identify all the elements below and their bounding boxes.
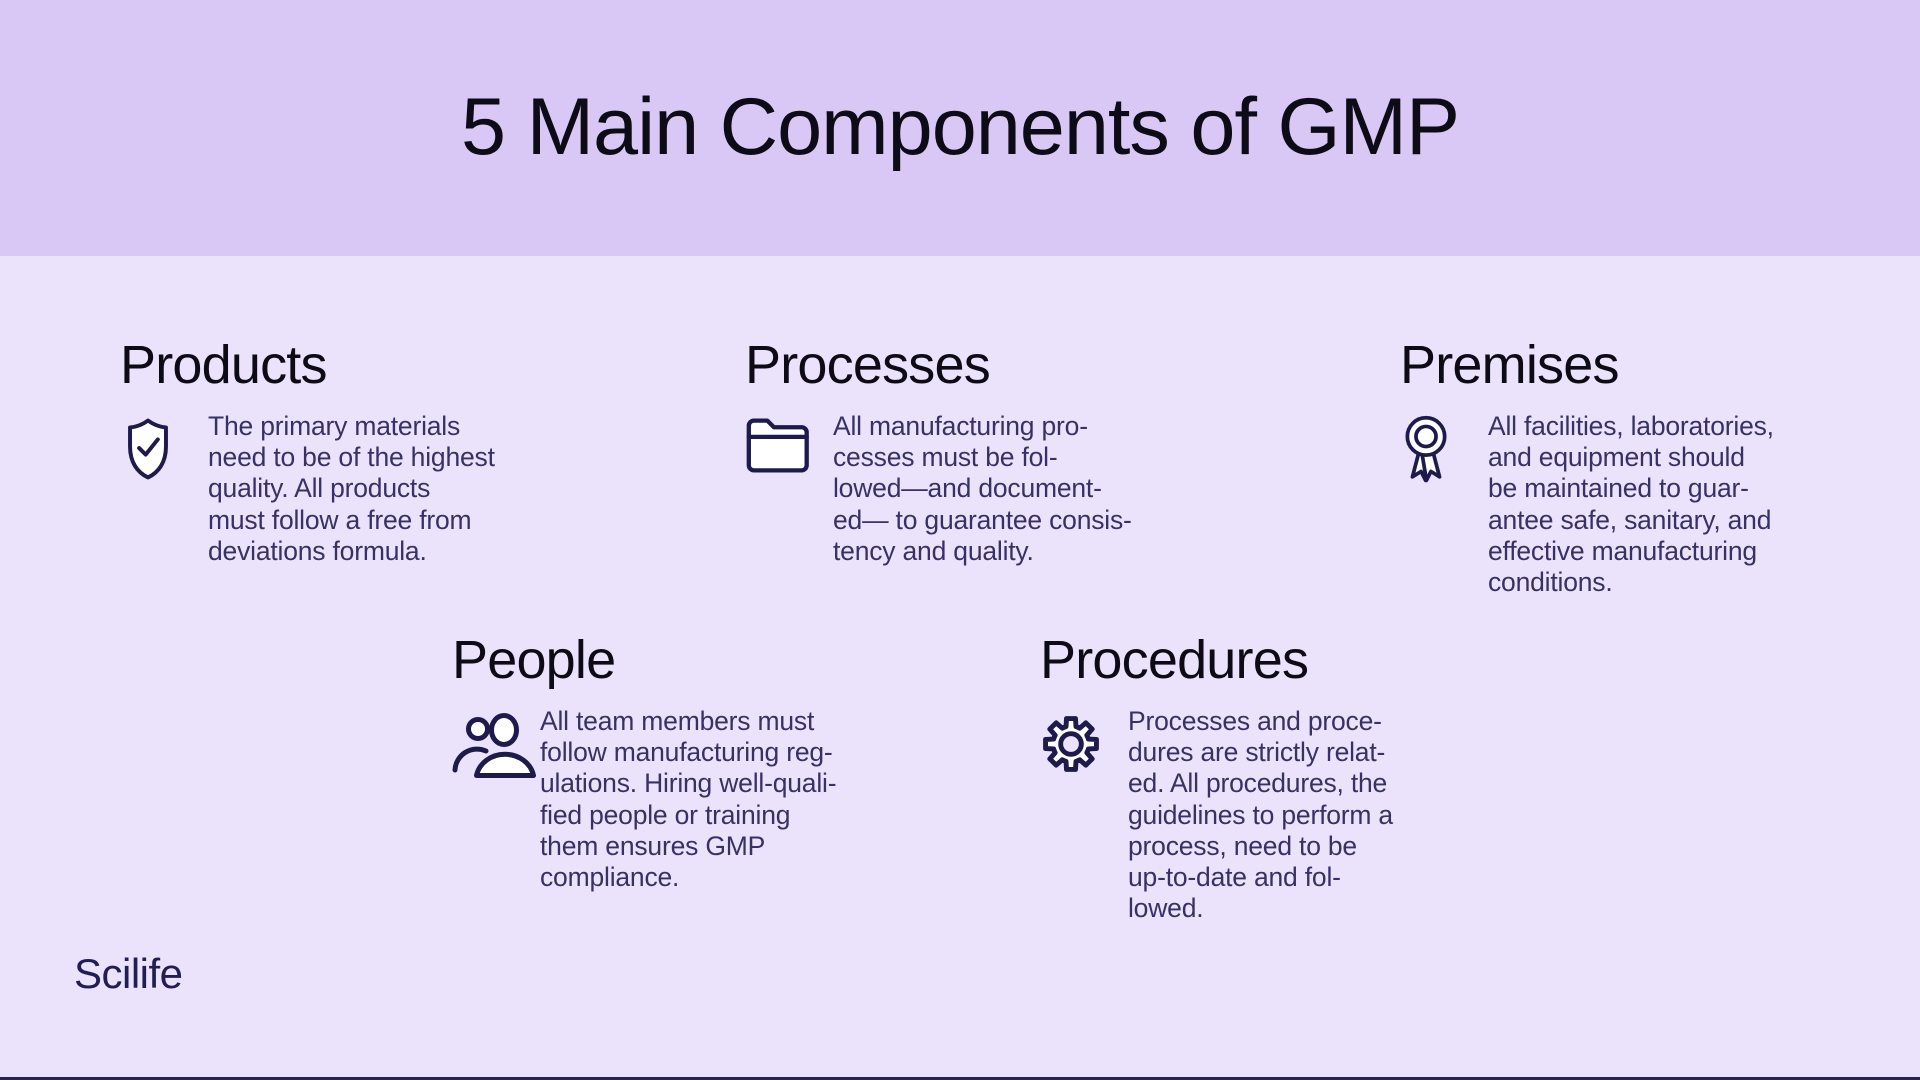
- section-premises: Premises All facilities, laboratories, a…: [1400, 333, 1820, 598]
- section-description-products: The primary materials need to be of the …: [208, 410, 495, 566]
- award-ribbon-icon: [1400, 411, 1488, 485]
- section-heading-people: People: [452, 630, 616, 690]
- section-heading-products: Products: [120, 335, 328, 395]
- section-heading-procedures: Procedures: [1040, 630, 1309, 690]
- section-heading-processes: Processes: [745, 335, 991, 395]
- people-icon: [452, 706, 540, 779]
- section-description-processes: All manufacturing pro- cesses must be fo…: [833, 410, 1132, 566]
- section-products: Products The primary materials need to b…: [120, 333, 560, 567]
- shield-check-icon: [120, 411, 208, 483]
- scilife-logo: Scilife: [74, 950, 183, 997]
- header-banner: 5 Main Components of GMP: [0, 0, 1920, 256]
- section-description-premises: All facilities, laboratories, and equipm…: [1488, 410, 1774, 598]
- bottom-edge-line: [0, 1077, 1920, 1080]
- section-description-procedures: Processes and proce- dures are strictly …: [1128, 705, 1393, 924]
- section-processes: Processes All manufacturing pro- cesses …: [745, 333, 1175, 567]
- folder-icon: [745, 411, 833, 476]
- section-description-people: All team members must follow manufacturi…: [540, 705, 837, 893]
- section-people: People All team members must follow manu…: [452, 628, 892, 893]
- section-heading-premises: Premises: [1400, 335, 1619, 395]
- page-title: 5 Main Components of GMP: [461, 82, 1460, 173]
- section-procedures: Procedures Processes and proce- dures ar…: [1040, 628, 1460, 925]
- gear-icon: [1040, 706, 1128, 775]
